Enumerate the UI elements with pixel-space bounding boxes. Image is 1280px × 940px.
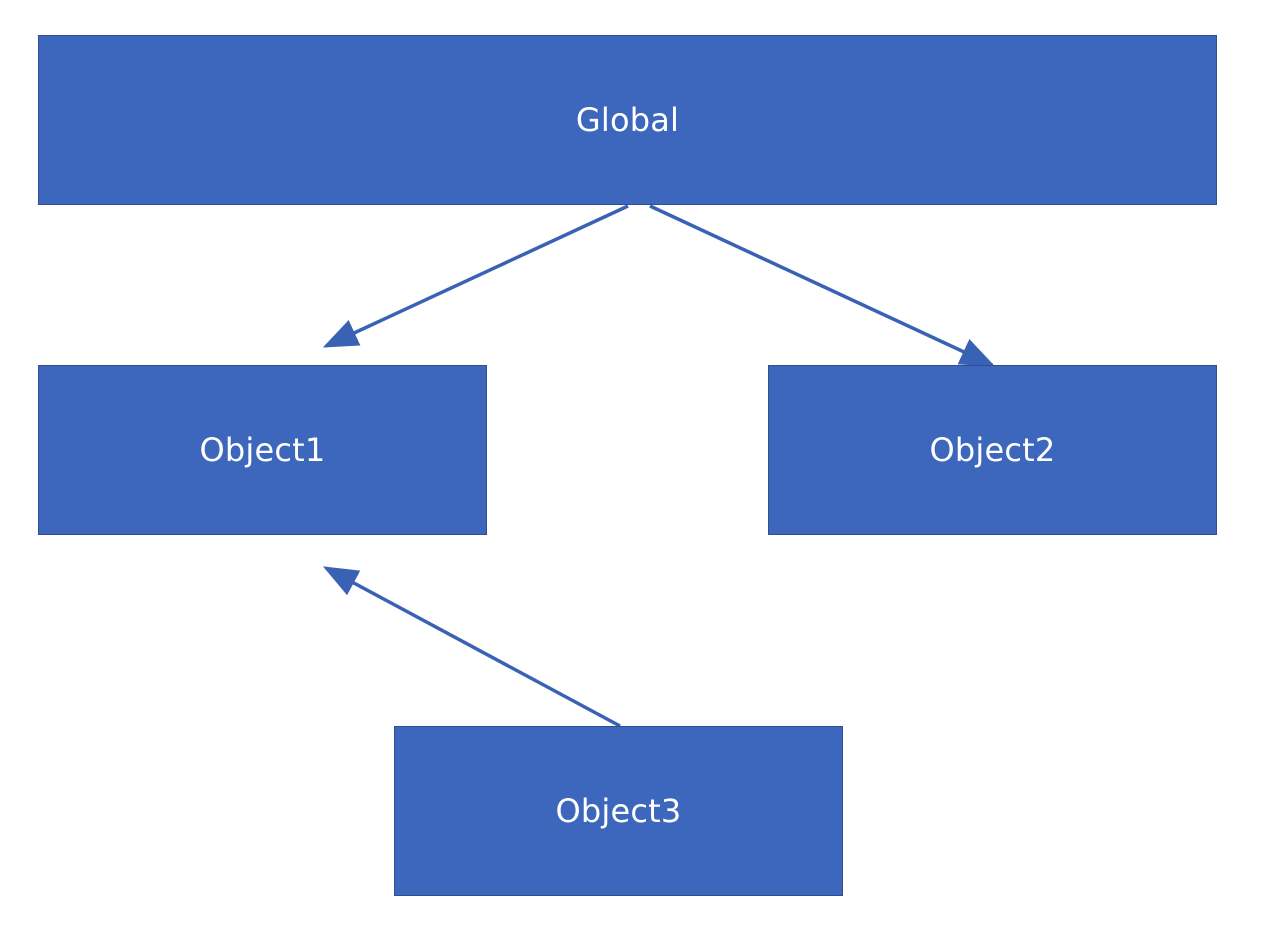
edge-global-to-object1	[322, 204, 629, 348]
node-object2: Object2	[768, 365, 1217, 535]
node-global: Global	[38, 35, 1217, 205]
node-object3-label: Object3	[555, 792, 682, 830]
edge-object3-to-object1	[322, 566, 621, 728]
node-object1: Object1	[38, 365, 487, 535]
node-object3: Object3	[394, 726, 843, 896]
node-object2-label: Object2	[929, 431, 1056, 469]
node-object1-label: Object1	[199, 431, 326, 469]
edge-global-to-object2	[649, 204, 996, 367]
node-global-label: Global	[575, 101, 680, 139]
